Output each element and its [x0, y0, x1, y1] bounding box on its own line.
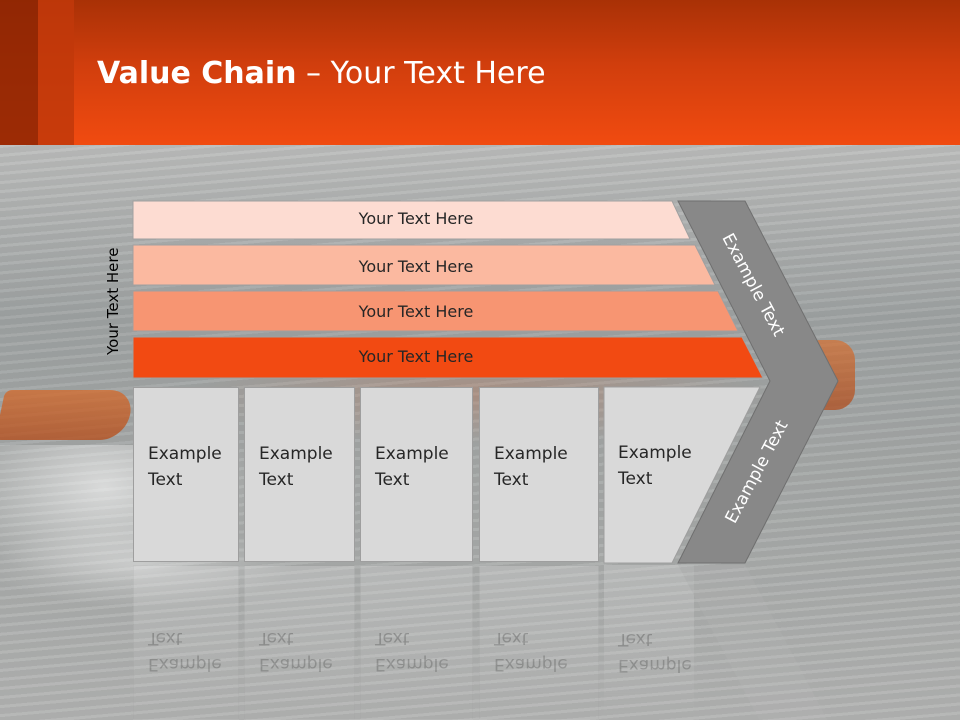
- column-text-line1: Example: [148, 444, 222, 464]
- column-text-line1: Example: [494, 444, 568, 464]
- title-rest: – Your Text Here: [296, 56, 546, 91]
- column-text-line2: Text: [375, 470, 410, 490]
- row-label-4: Your Text Here: [358, 347, 474, 366]
- column-text-line1: Example: [375, 444, 449, 464]
- column-text-line1: Example: [259, 444, 333, 464]
- row-label-1: Your Text Here: [358, 209, 474, 228]
- header-bar: Value Chain – Your Text Here: [0, 0, 960, 145]
- row-bar-1[interactable]: [132, 200, 691, 240]
- row-label-3: Your Text Here: [358, 302, 474, 321]
- row-label-2: Your Text Here: [358, 257, 474, 276]
- header-accent-strip: [0, 0, 38, 145]
- column-text-line2: Text: [618, 469, 653, 489]
- header-accent-strip-2: [38, 0, 74, 145]
- column-text-line2: Text: [148, 470, 183, 490]
- column-text-line2: Text: [259, 470, 294, 490]
- row-bar-4[interactable]: [132, 336, 764, 379]
- column-box-5-shape[interactable]: [603, 386, 761, 564]
- column-text-line2: Text: [494, 470, 529, 490]
- row-bar-3[interactable]: [132, 290, 739, 332]
- chevron-arrow[interactable]: [677, 200, 839, 564]
- column-text-line1: Example: [618, 443, 692, 463]
- title-bold: Value Chain: [97, 56, 297, 91]
- row-bar-2[interactable]: [132, 244, 716, 286]
- slide-title[interactable]: Value Chain – Your Text Here: [97, 55, 546, 93]
